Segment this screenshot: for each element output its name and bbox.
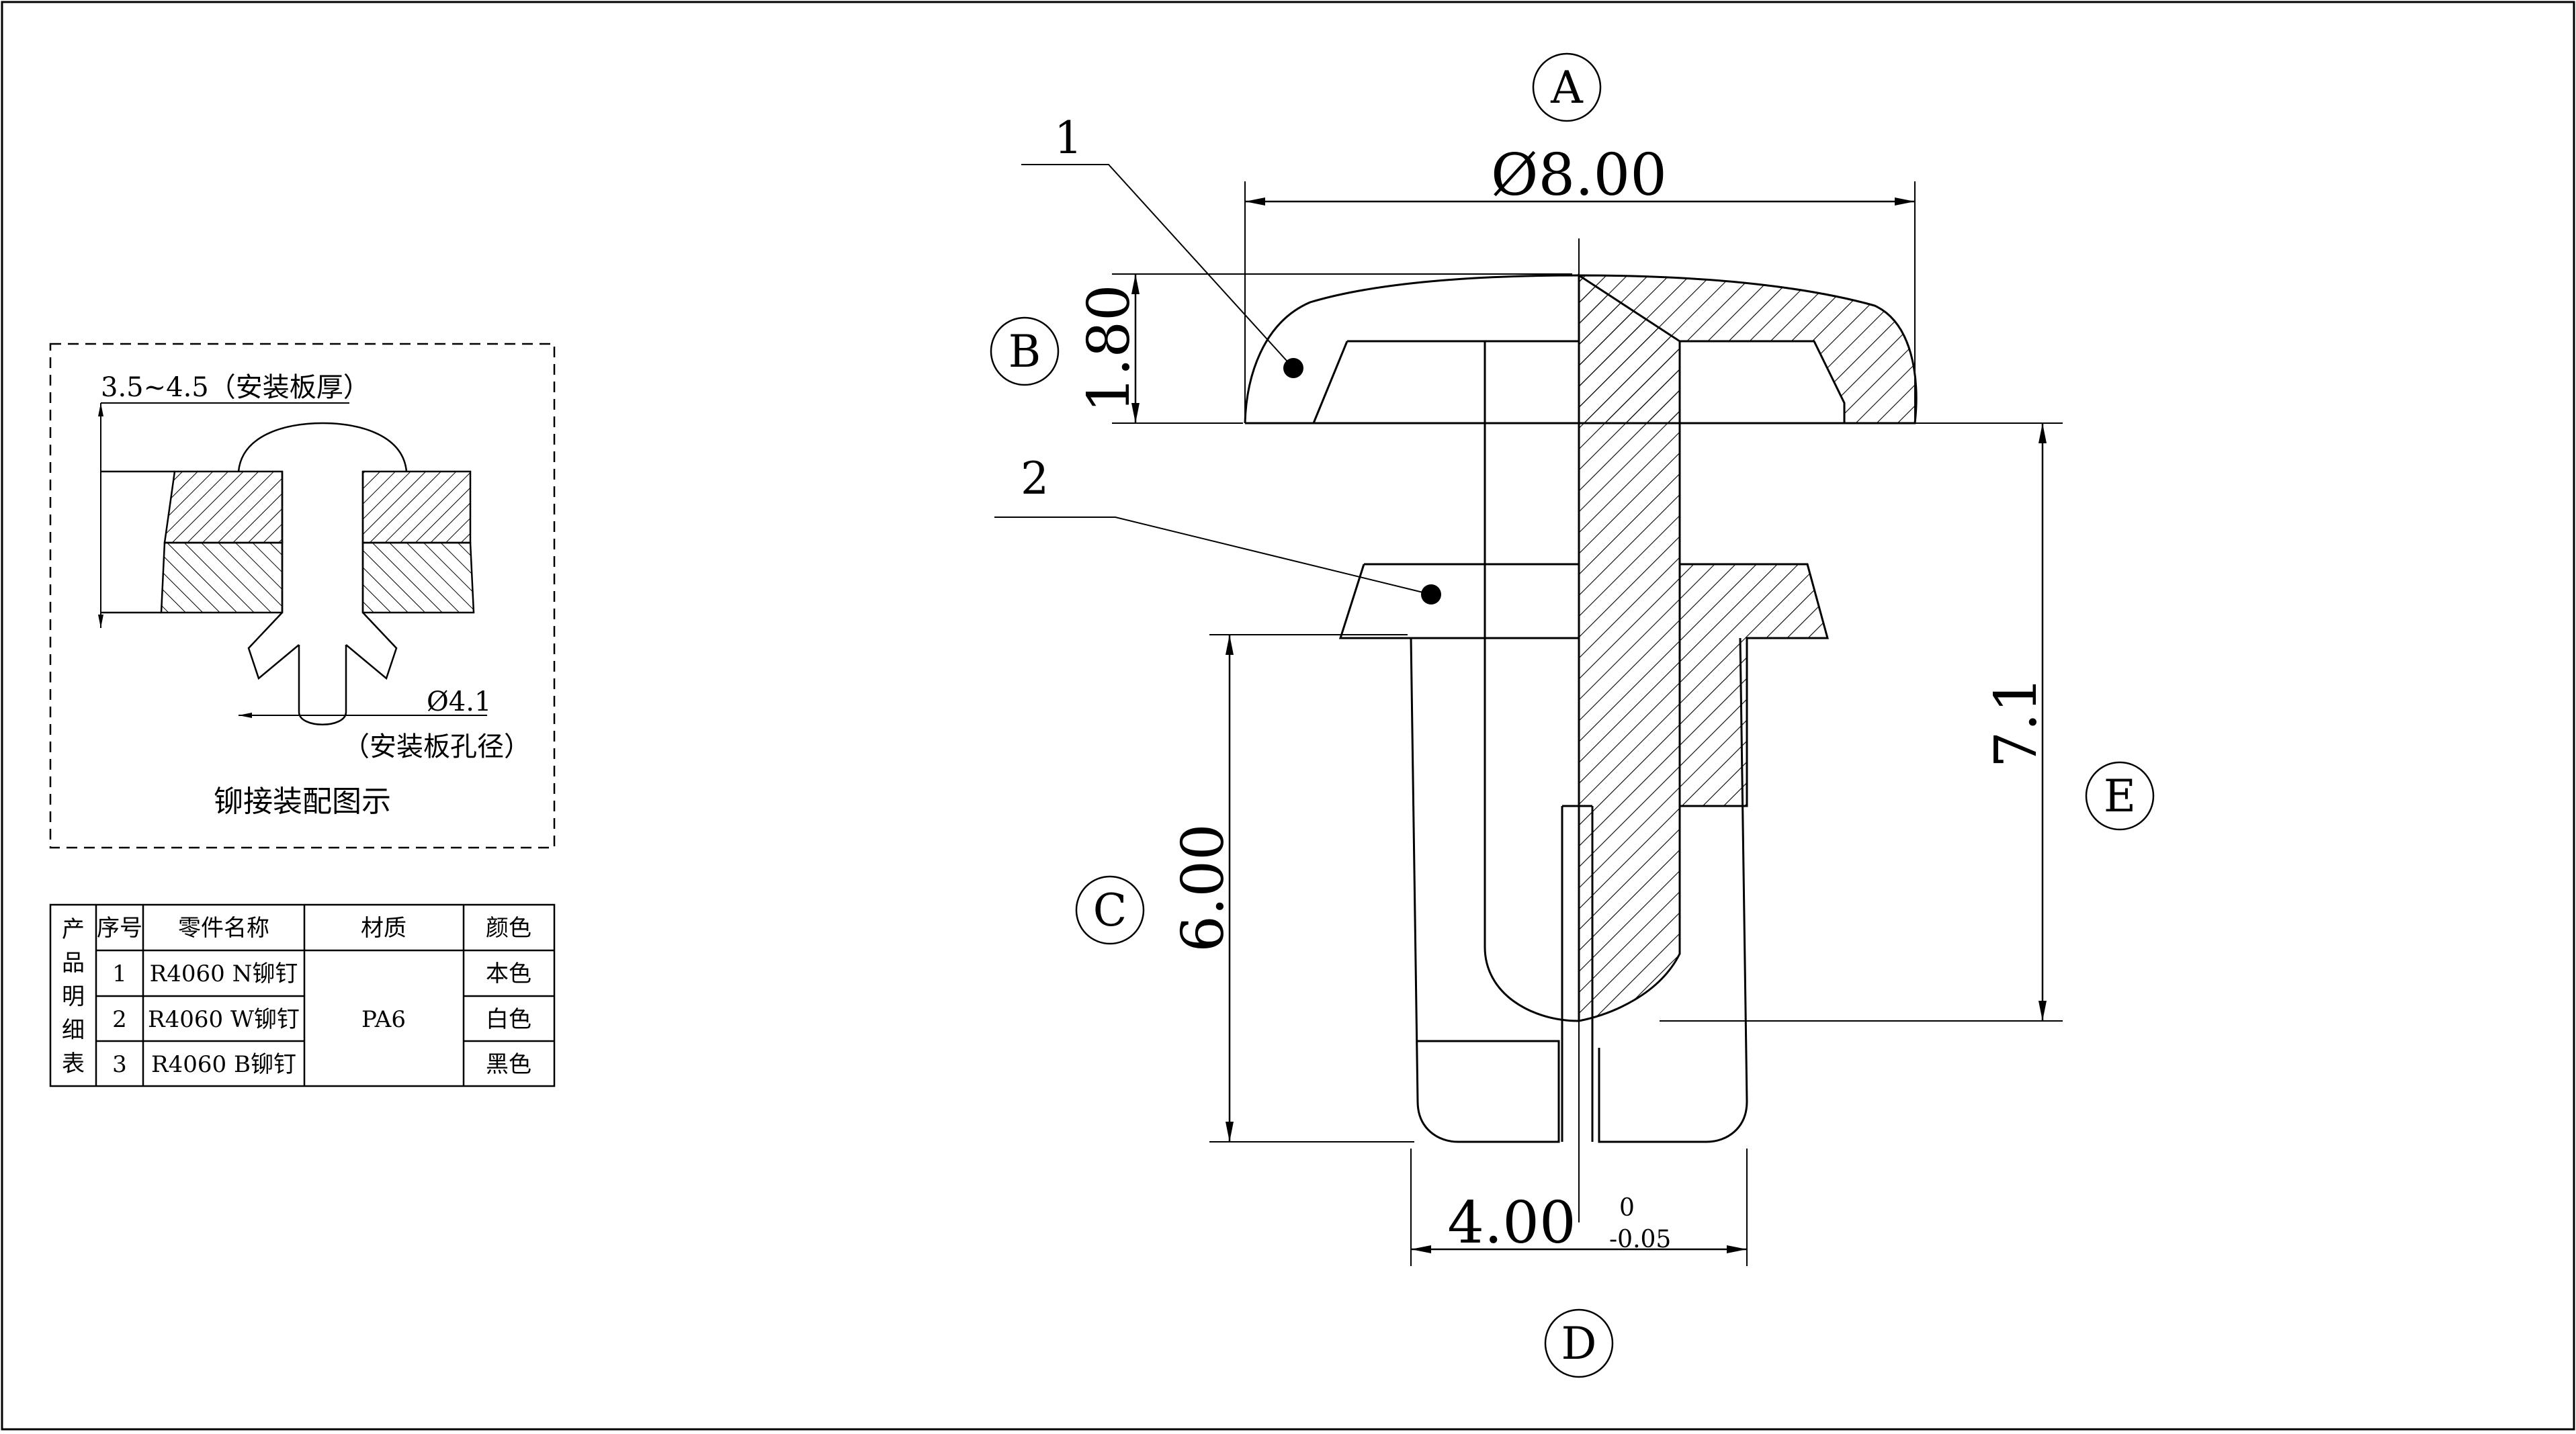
view-label-a: A (1550, 62, 1584, 114)
leader-dot-1 (1283, 358, 1303, 378)
part-label-2: 2 (1021, 453, 1049, 504)
leg-outline (1410, 637, 1748, 1143)
bom-header-color: 颜色 (486, 915, 531, 942)
bom-header-seq: 序号 (97, 915, 142, 942)
dim-shank-diameter: 4.00 (1447, 1190, 1576, 1257)
bom-table (49, 903, 556, 1087)
bom-side-1: 产 (62, 916, 85, 943)
bom-side-3: 明 (62, 983, 85, 1010)
assembly-hole-note: （安装板孔径） (343, 731, 531, 762)
part-leaders (994, 164, 1432, 595)
bom-material: PA6 (361, 1006, 406, 1033)
bom-header-material: 材质 (361, 915, 406, 942)
bom-header-name: 零件名称 (178, 915, 269, 942)
view-label-d: D (1561, 1318, 1597, 1370)
main-section-view (1244, 238, 1918, 1222)
assembly-thickness-note: 3.5~4.5（安装板厚） (101, 372, 370, 403)
part-label-1: 1 (1054, 112, 1082, 164)
bom-row2-color: 白色 (486, 1006, 531, 1033)
collar-outline-left (1338, 563, 1579, 639)
dim-tol-upper: 0 (1619, 1194, 1635, 1222)
leader-dot-2 (1421, 584, 1441, 604)
assembly-hole-dim: Ø4.1 (427, 686, 491, 717)
head-inner-left (1312, 340, 1579, 424)
bom-row1-seq: 1 (112, 960, 127, 987)
bom-side-2: 品 (62, 950, 85, 977)
bom-row2-seq: 2 (112, 1006, 127, 1033)
dim-head-diameter: Ø8.00 (1491, 142, 1667, 209)
assembly-caption: 铆接装配图示 (214, 785, 391, 819)
dim-head-height: 1.80 (1076, 284, 1143, 412)
view-balloons (990, 52, 2155, 1378)
view-label-e: E (2104, 770, 2136, 822)
view-label-b: B (1008, 326, 1041, 377)
bom-row3-seq: 3 (112, 1051, 127, 1078)
head-cavity (1678, 340, 1846, 424)
pin-outline-left (1484, 341, 1580, 1022)
bom-row2-name: R4060 W铆钉 (148, 1006, 300, 1033)
bom-row1-name: R4060 N铆钉 (150, 960, 298, 987)
bom-row3-color: 黑色 (486, 1051, 531, 1078)
dim-leg-length: 6.00 (1170, 823, 1237, 952)
plate-top-layer (163, 470, 284, 544)
extension-lines (1112, 181, 2063, 1266)
assembly-frame (49, 343, 556, 849)
bom-row1-color: 本色 (486, 960, 531, 987)
assembly-illustration (101, 422, 475, 725)
collar-section-hatched (1678, 563, 1829, 807)
view-label-c: C (1093, 885, 1127, 936)
slot-lines (1561, 805, 1594, 1142)
dimension-lines (1131, 197, 2047, 1253)
bom-row3-name: R4060 B铆钉 (151, 1051, 296, 1078)
head-outline-left (1244, 274, 1580, 424)
dim-overall-length: 7.1 (1983, 676, 2050, 768)
plate-bottom-layer (160, 541, 284, 614)
bom-side-4: 细 (62, 1017, 85, 1044)
bom-side-5: 表 (62, 1050, 85, 1077)
pin-section-hatched (1578, 273, 1681, 1022)
dim-tol-lower: -0.05 (1609, 1226, 1671, 1253)
